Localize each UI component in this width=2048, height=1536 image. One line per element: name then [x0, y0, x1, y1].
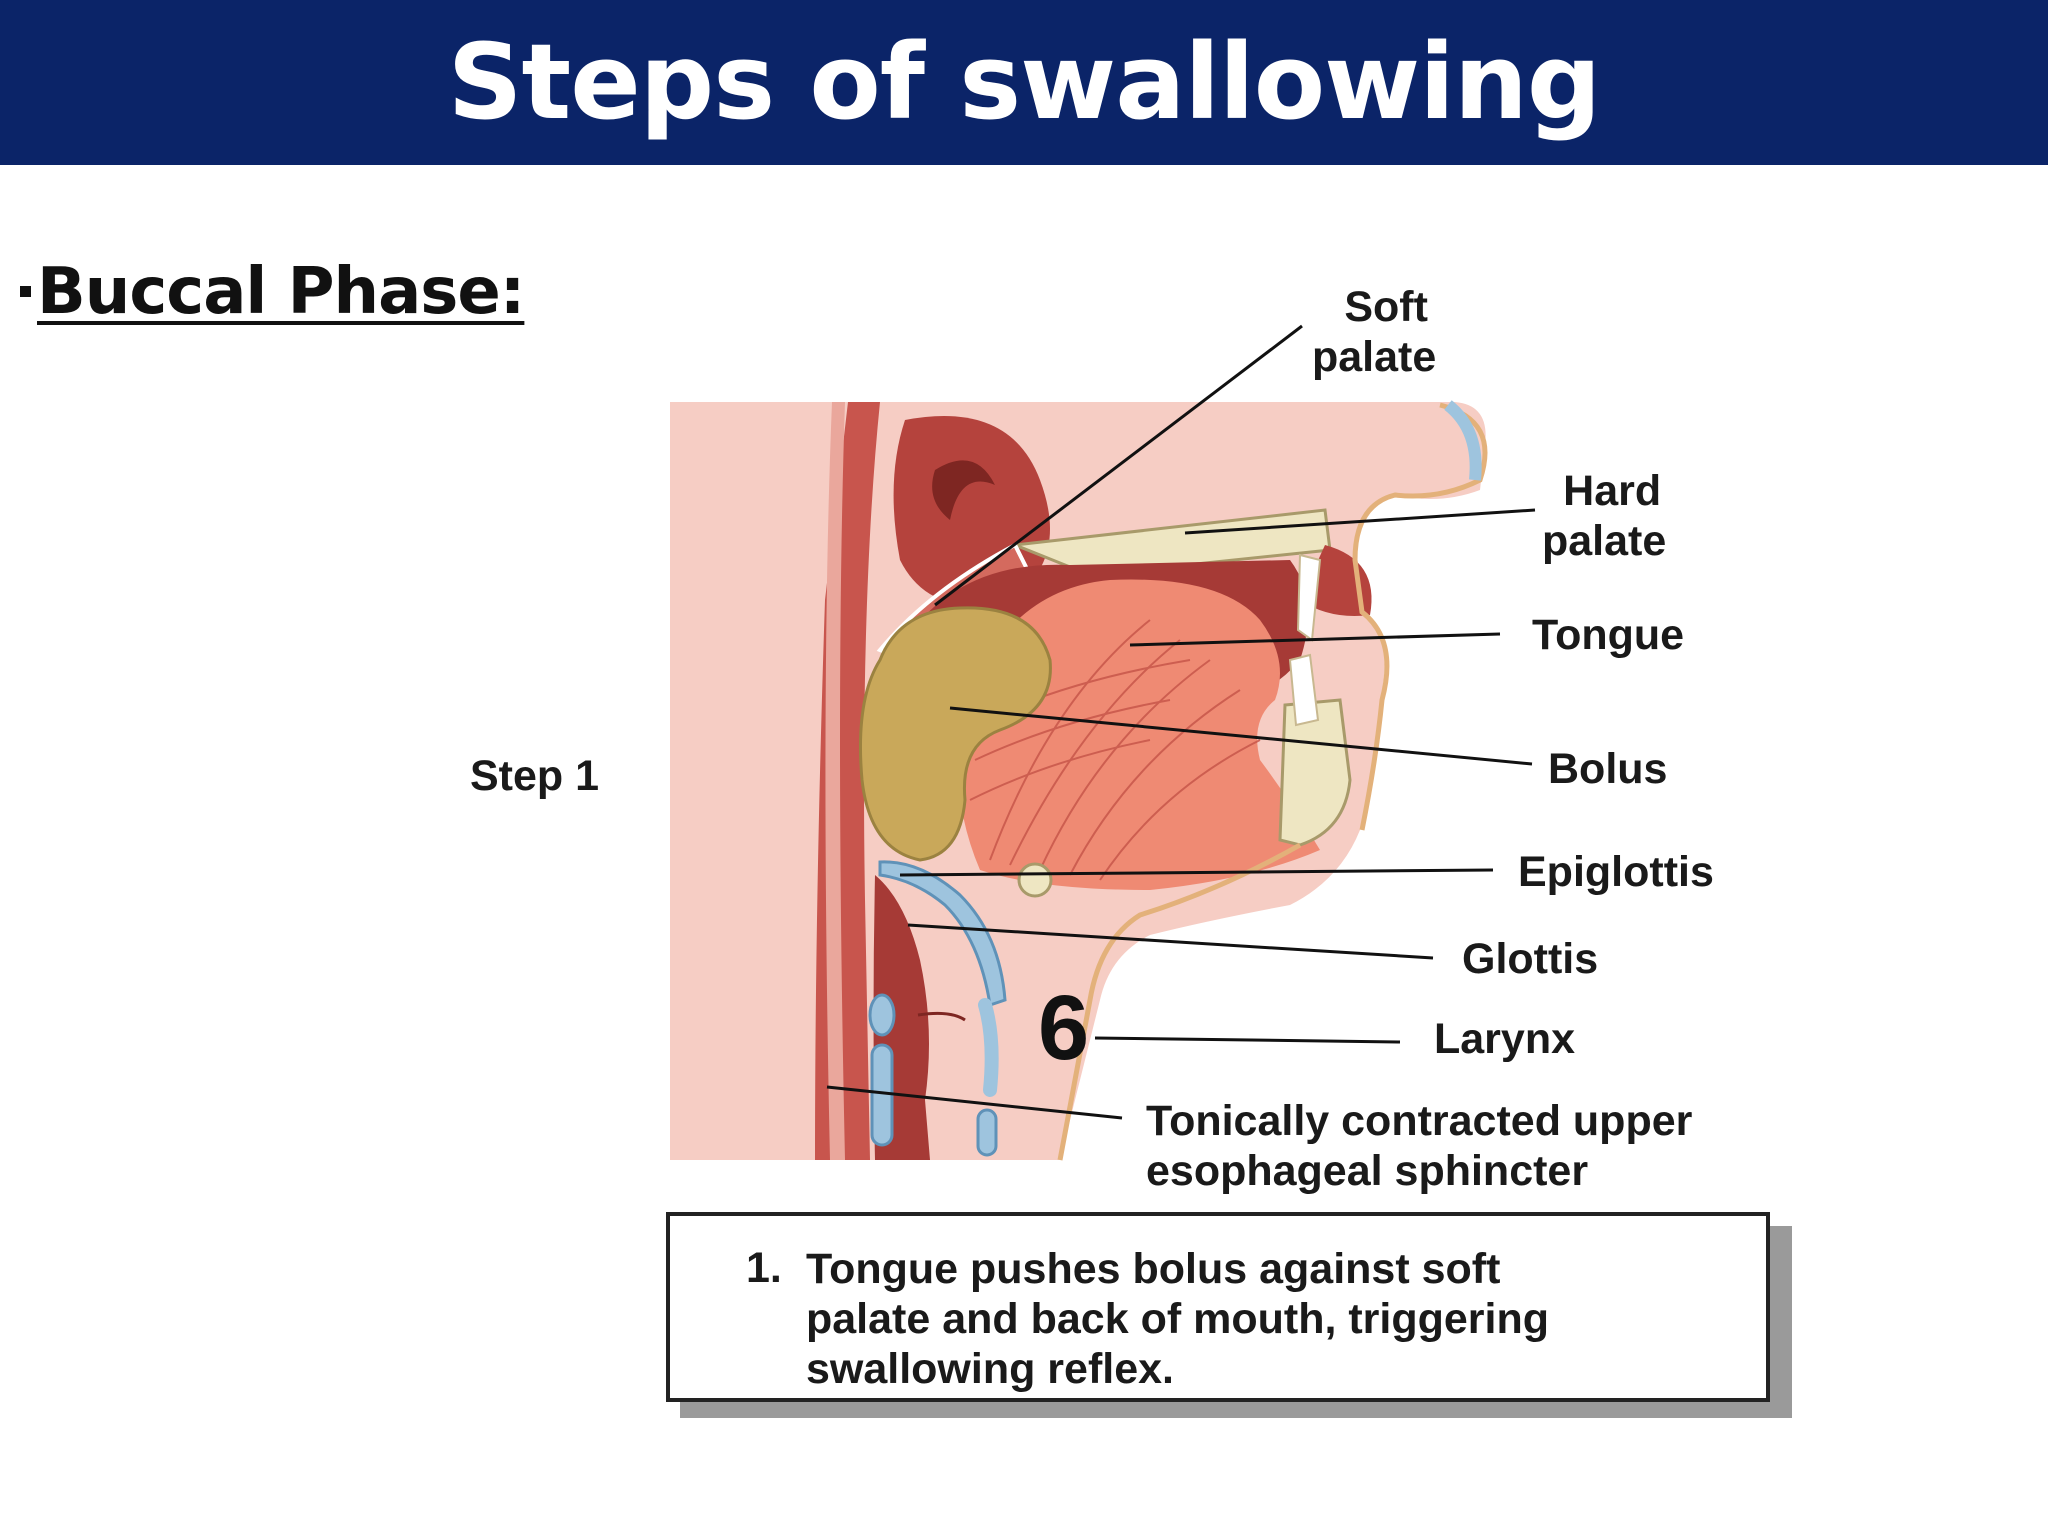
leader-lines — [826, 324, 1536, 1120]
epiglottis — [878, 860, 1007, 1007]
label-larynx: Larynx — [1434, 1015, 1576, 1063]
label-epiglottis: Epiglottis — [1518, 848, 1714, 896]
page-title: Steps of swallowing — [447, 21, 1602, 143]
figure-number: 6 — [1038, 977, 1090, 1079]
hyoid-bone — [1017, 862, 1053, 898]
phase-label: Buccal Phase: — [37, 255, 525, 329]
step-label: Step 1 — [470, 752, 600, 800]
caption-box: 1. Tongue pushes bolus against soft pala… — [666, 1212, 1770, 1402]
lower-jaw-bone — [1278, 698, 1352, 847]
face-outline — [1352, 402, 1488, 831]
caption-line: Tongue pushes bolus against soft — [806, 1245, 1501, 1293]
trachea-cartilage — [978, 998, 999, 1097]
label-tongue: Tongue — [1532, 611, 1685, 659]
label-soft-palate: Soft palate — [1312, 282, 1436, 382]
lower-tooth — [1288, 653, 1320, 727]
caption-text: Tongue pushes bolus against soft palate … — [806, 1244, 1706, 1394]
neck-outline — [1057, 842, 1302, 1161]
title-banner — [0, 0, 2048, 165]
label-glottis: Glottis — [1462, 935, 1599, 983]
phase-heading: Buccal Phase: — [20, 255, 525, 329]
caption-number: 1. — [746, 1244, 782, 1292]
bullet-icon — [20, 285, 31, 297]
label-sphincter-line2: esophageal sphincter — [1146, 1147, 1589, 1195]
label-soft-palate-line1: Soft — [1344, 283, 1428, 331]
caption-line: palate and back of mouth, triggering — [806, 1295, 1550, 1343]
label-hard-palate-line2: palate — [1542, 517, 1667, 565]
caption-line: swallowing reflex. — [806, 1345, 1174, 1393]
label-upper-esophageal-sphincter: Tonically contracted upper esophageal sp… — [1146, 1096, 1692, 1196]
label-bolus: Bolus — [1548, 745, 1668, 793]
bolus — [859, 606, 1052, 862]
label-soft-palate-line2: palate — [1312, 333, 1437, 381]
label-hard-palate-line1: Hard — [1563, 467, 1662, 515]
label-hard-palate: Hard palate — [1542, 466, 1666, 566]
label-sphincter-line1: Tonically contracted upper — [1146, 1097, 1693, 1145]
